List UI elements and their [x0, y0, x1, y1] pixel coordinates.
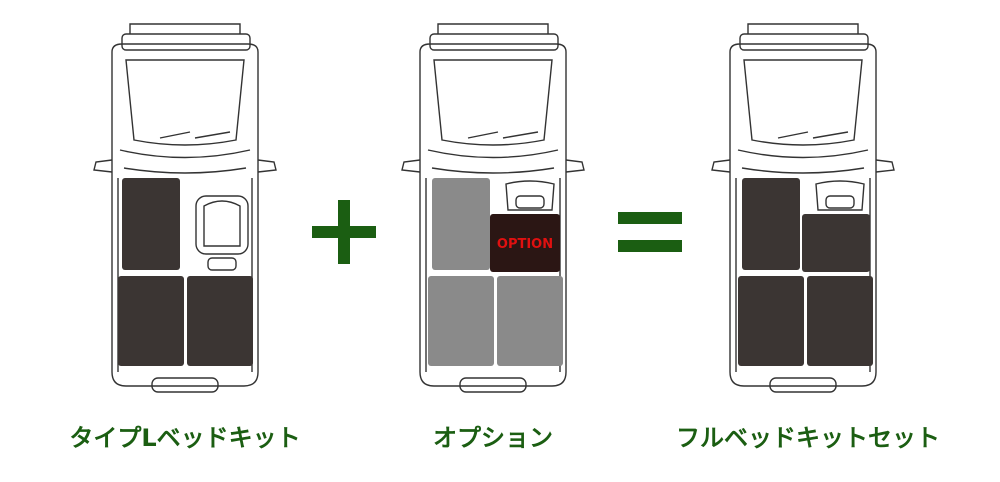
bed-mats-full	[738, 178, 873, 366]
panel-full	[708, 0, 898, 400]
mat-rear-right-full	[807, 276, 873, 366]
bed-mats	[118, 178, 253, 366]
car-top-view-type-l	[93, 23, 277, 393]
caption-type-l: タイプLベッドキット	[69, 424, 301, 452]
caption-option: オプション	[433, 424, 553, 452]
mat-rear-left-gray	[428, 276, 494, 366]
mat-rear-left-full	[738, 276, 804, 366]
front-passenger-seat	[195, 195, 249, 271]
mat-driver	[122, 178, 180, 270]
car-top-view-full	[711, 23, 895, 393]
mat-rear-right-gray	[497, 276, 563, 366]
equals-icon	[618, 212, 682, 252]
panel-option: OPTION	[398, 0, 588, 400]
plus-operator	[310, 198, 378, 270]
plus-icon	[312, 200, 376, 264]
mat-driver-gray	[432, 178, 490, 270]
panel-type-l	[90, 0, 280, 400]
car-top-view-option: OPTION	[401, 23, 585, 393]
bed-mats-gray	[428, 178, 563, 366]
equals-operator	[616, 210, 684, 258]
caption-full: フルベッドキットセット	[676, 424, 940, 452]
mat-driver-full	[742, 178, 800, 270]
option-mat: OPTION	[490, 214, 560, 272]
mat-passenger-full	[802, 214, 870, 272]
option-label: OPTION	[497, 237, 553, 252]
mat-rear-left	[118, 276, 184, 366]
mat-rear-right	[187, 276, 253, 366]
